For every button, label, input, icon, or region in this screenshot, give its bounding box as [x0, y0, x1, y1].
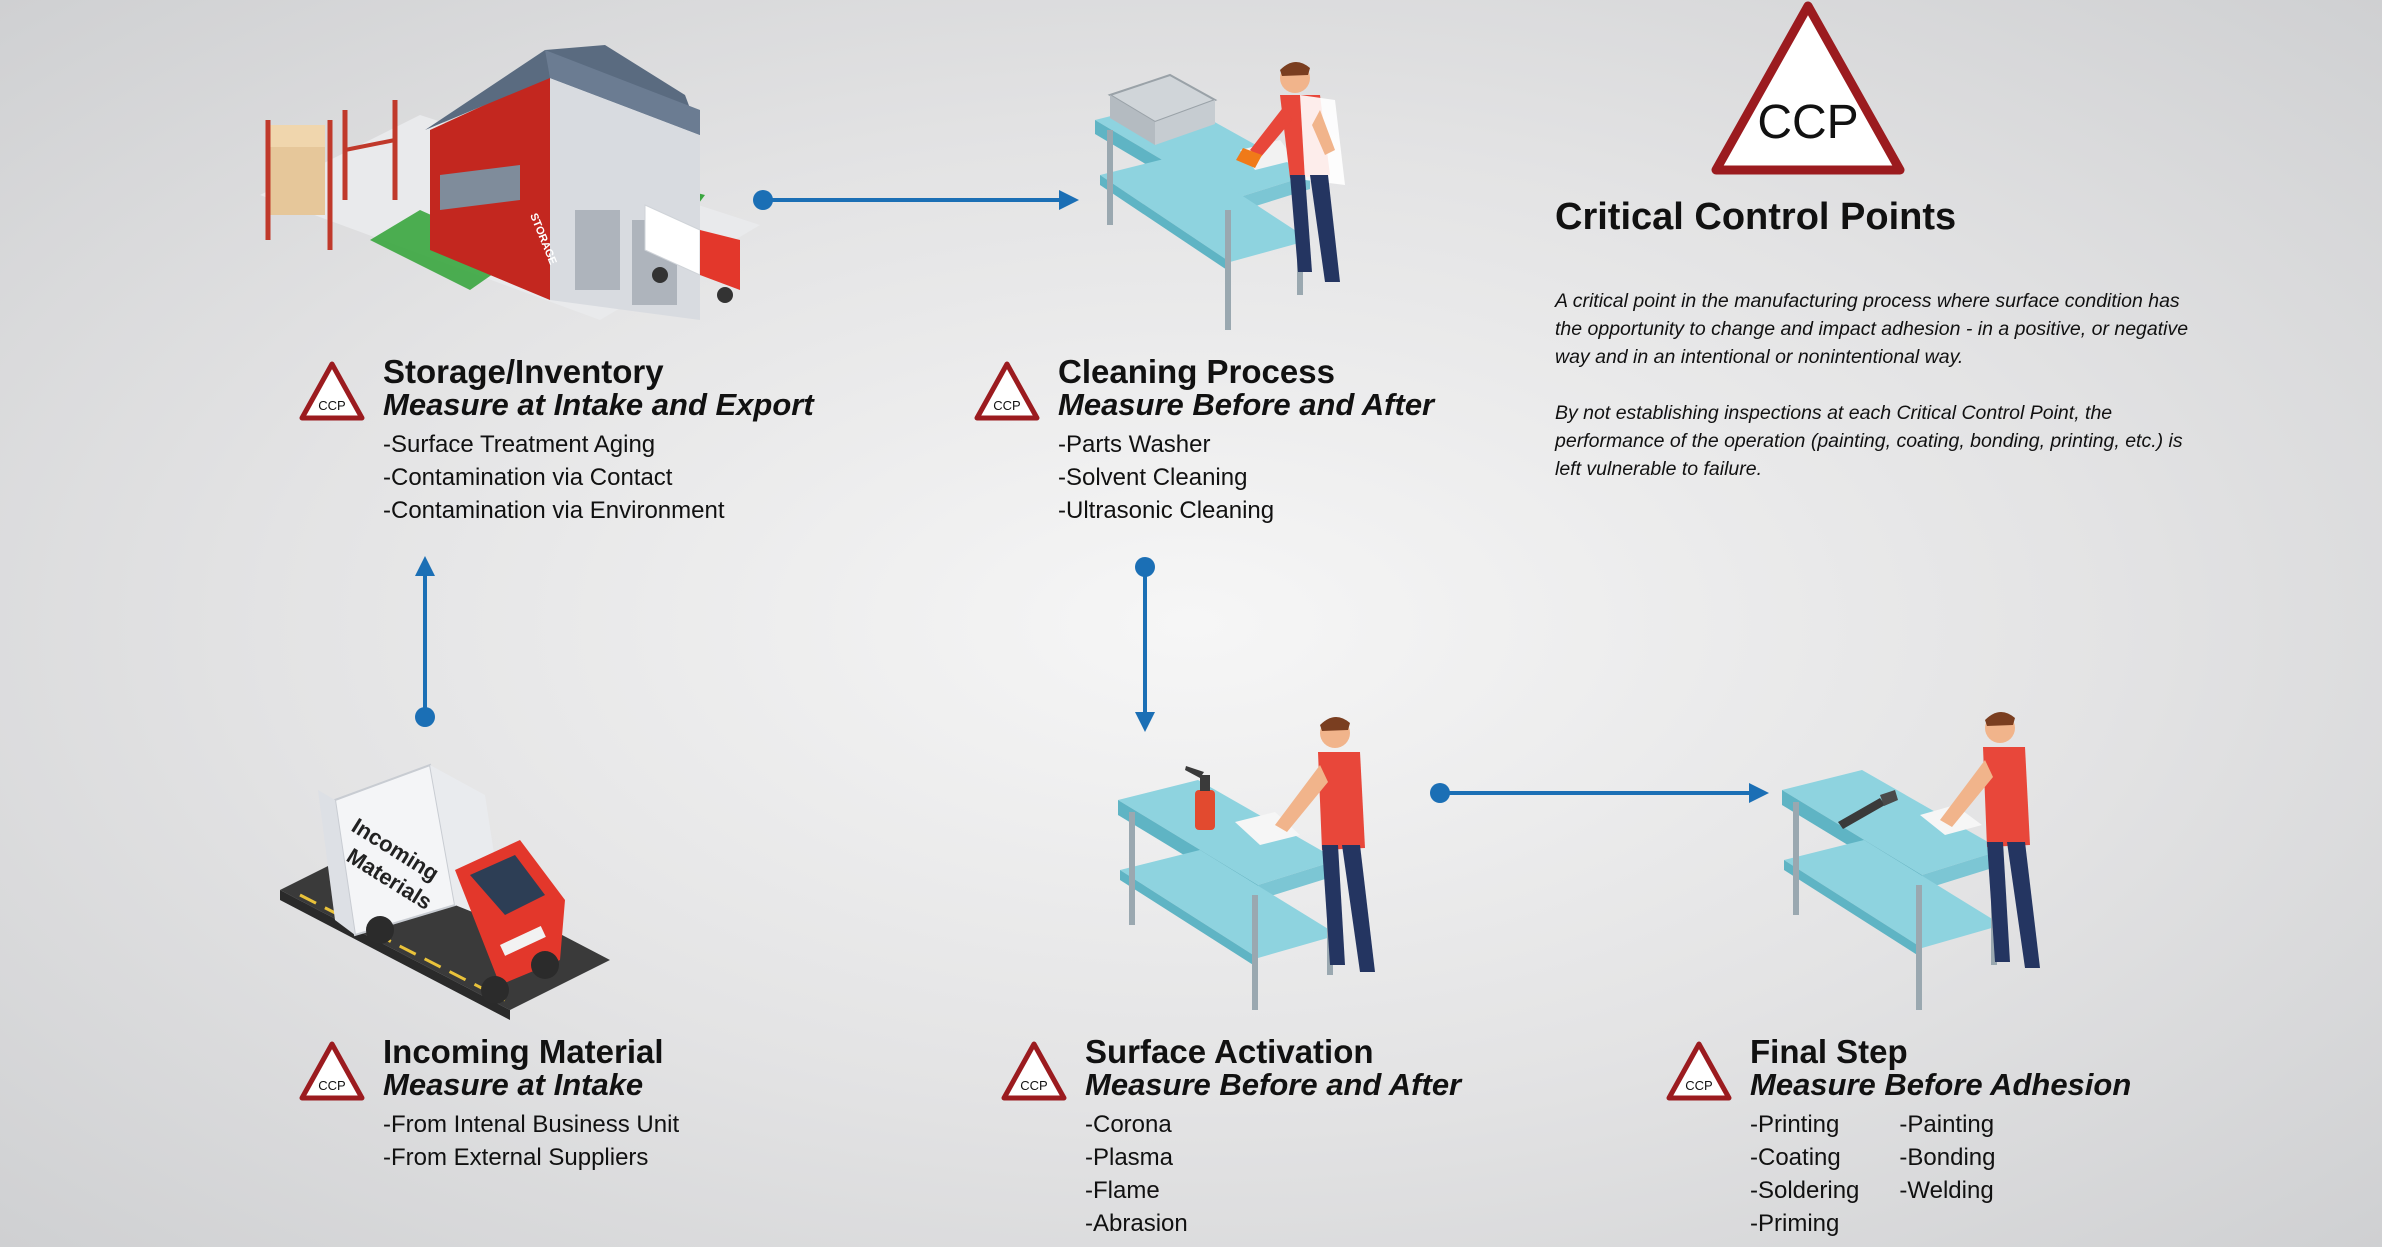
- stage-title: Incoming Material: [383, 1033, 664, 1070]
- flow-arrow-icon: [753, 190, 1079, 210]
- list-item: -From External Suppliers: [383, 1144, 649, 1171]
- stage-cleaning: CCP Cleaning Process Measure Before and …: [973, 354, 1453, 534]
- flow-arrow-icon: [1430, 783, 1769, 803]
- ccp-warning-icon: CCP: [1711, 1, 1905, 175]
- flow-arrow-icon: [1135, 557, 1155, 732]
- stage-subtitle: Measure at Intake and Export: [383, 387, 814, 422]
- worker-cleaning-icon: [1095, 61, 1345, 330]
- list-item: -Surface Treatment Aging: [383, 431, 656, 458]
- list-item: -Printing: [1750, 1111, 1840, 1138]
- stage-subtitle: Measure Before and After: [1058, 387, 1435, 422]
- list-item: -Abrasion: [1085, 1210, 1188, 1237]
- list-item: -Bonding: [1899, 1144, 1996, 1171]
- worker-activation-icon: [1118, 716, 1375, 1010]
- ccp-badge-label: CCP: [1020, 1078, 1047, 1093]
- intro-paragraph-1: A critical point in the manufacturing pr…: [1555, 290, 2189, 368]
- list-item: -Coating: [1750, 1144, 1841, 1171]
- stage-subtitle: Measure at Intake: [383, 1067, 644, 1102]
- stage-title: Cleaning Process: [1058, 353, 1335, 390]
- stage-item-list: -Printing -Coating -Soldering -Priming: [1750, 1108, 1859, 1240]
- stage-item-columns: -Printing -Coating -Soldering -Priming -…: [1750, 1108, 1995, 1240]
- list-item: -Parts Washer: [1058, 431, 1211, 458]
- list-item: -Contamination via Environment: [383, 497, 725, 524]
- intro-paragraph-2: By not establishing inspections at each …: [1555, 402, 2183, 480]
- stage-subtitle: Measure Before Adhesion: [1750, 1067, 2132, 1102]
- stage-item-list: -From Intenal Business Unit -From Extern…: [383, 1108, 679, 1174]
- list-item: -Ultrasonic Cleaning: [1058, 497, 1275, 524]
- ccp-warning-icon: CCP: [1666, 1041, 1732, 1101]
- stage-subtitle: Measure Before and After: [1085, 1067, 1462, 1102]
- stage-storage: CCP Storage/Inventory Measure at Intake …: [298, 354, 918, 534]
- list-item: -From Intenal Business Unit: [383, 1111, 680, 1138]
- list-item: -Contamination via Contact: [383, 464, 673, 491]
- worker-final-icon: [1782, 711, 2040, 1010]
- list-item: -Plasma: [1085, 1144, 1174, 1171]
- stage-item-list: -Corona -Plasma -Flame -Abrasion: [1085, 1108, 1188, 1240]
- stage-item-list: -Surface Treatment Aging -Contamination …: [383, 428, 725, 527]
- ccp-warning-icon: CCP: [974, 361, 1040, 421]
- intro-block: Critical Control Points A critical point…: [1555, 195, 2195, 511]
- stage-title: Surface Activation: [1085, 1033, 1374, 1070]
- stage-item-list: -Painting -Bonding -Welding: [1899, 1108, 1995, 1240]
- ccp-warning-icon: CCP: [1001, 1041, 1067, 1101]
- ccp-badge-label: CCP: [318, 1078, 345, 1093]
- ccp-badge-label: CCP: [1685, 1078, 1712, 1093]
- list-item: -Welding: [1899, 1177, 1994, 1204]
- ccp-warning-icon: CCP: [299, 361, 365, 421]
- list-item: -Corona: [1085, 1111, 1172, 1138]
- delivery-truck-icon: Incoming Materials: [280, 763, 610, 1020]
- page-title: Critical Control Points: [1555, 196, 1957, 238]
- stage-title: Final Step: [1750, 1033, 1908, 1070]
- ccp-warning-icon: CCP: [299, 1041, 365, 1101]
- stage-activation: CCP Surface Activation Measure Before an…: [1000, 1034, 1480, 1244]
- list-item: -Soldering: [1750, 1177, 1860, 1204]
- warehouse-icon: STORAGE: [260, 45, 760, 320]
- list-item: -Priming: [1750, 1210, 1840, 1237]
- stage-item-list: -Parts Washer -Solvent Cleaning -Ultraso…: [1058, 428, 1274, 527]
- ccp-badge-label: CCP: [993, 398, 1020, 413]
- stage-final: CCP Final Step Measure Before Adhesion -…: [1665, 1034, 2185, 1244]
- ccp-badge-label: CCP: [318, 398, 345, 413]
- list-item: -Solvent Cleaning: [1058, 464, 1248, 491]
- stage-title: Storage/Inventory: [383, 353, 664, 390]
- list-item: -Flame: [1085, 1177, 1160, 1204]
- flow-arrow-icon: [415, 556, 435, 727]
- list-item: -Painting: [1899, 1111, 1995, 1138]
- ccp-big-label: CCP: [1757, 96, 1858, 149]
- stage-incoming: CCP Incoming Material Measure at Intake …: [298, 1034, 818, 1184]
